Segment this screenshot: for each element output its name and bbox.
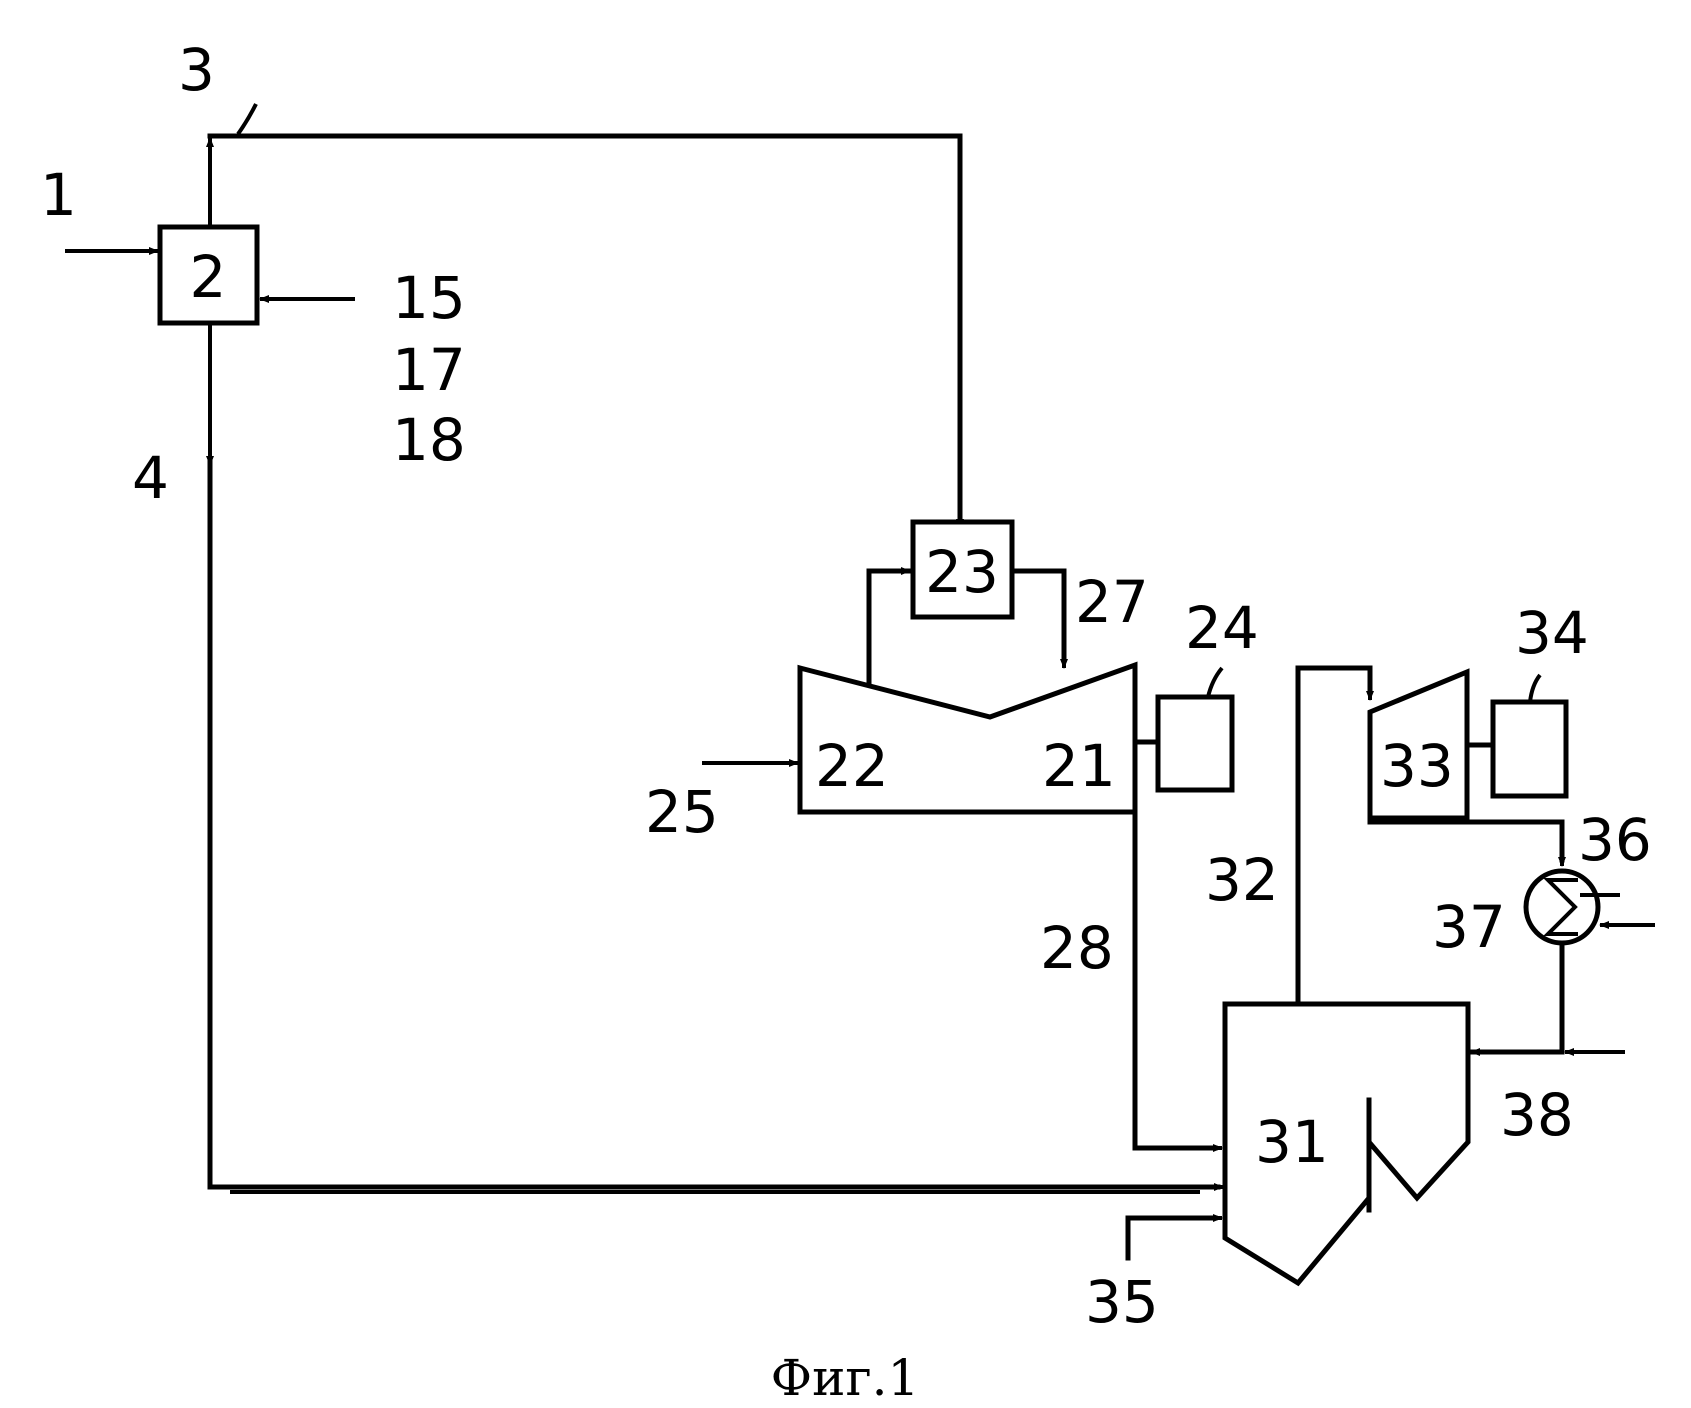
label-34: 34 <box>1515 599 1589 667</box>
condenser-37 <box>1526 871 1598 943</box>
label-36: 36 <box>1578 806 1652 874</box>
label-1: 1 <box>40 161 77 229</box>
label-25: 25 <box>645 778 719 846</box>
label-33: 33 <box>1380 732 1454 800</box>
label-24-leader <box>1208 668 1222 697</box>
label-24: 24 <box>1185 594 1259 662</box>
gas-turbine-22-21: 22 21 <box>800 665 1135 812</box>
label-17: 17 <box>392 336 466 404</box>
label-3: 3 <box>178 36 215 104</box>
label-27: 27 <box>1075 568 1149 636</box>
stream-27-line <box>1012 571 1064 660</box>
stream-3-line <box>210 136 960 530</box>
stream-compressed-air-line <box>869 571 908 683</box>
stream-32-line <box>1298 668 1370 1004</box>
label-3-leader <box>238 104 256 134</box>
label-37: 37 <box>1432 893 1506 961</box>
figure-caption: Фиг.1 <box>771 1349 920 1407</box>
label-2: 2 <box>190 243 227 311</box>
label-31: 31 <box>1255 1108 1329 1176</box>
stream-28-line <box>1135 812 1215 1148</box>
label-35: 35 <box>1085 1268 1159 1336</box>
label-15: 15 <box>392 264 466 332</box>
unit-23: 23 <box>913 522 1012 617</box>
generator-24 <box>1158 697 1232 790</box>
steam-turbine-33: 33 <box>1370 672 1467 818</box>
label-34-leader <box>1530 675 1540 702</box>
label-32: 32 <box>1205 846 1279 914</box>
label-4: 4 <box>132 444 169 512</box>
generator-34 <box>1493 702 1566 796</box>
boiler-31: 31 <box>1225 1004 1468 1283</box>
label-38: 38 <box>1500 1081 1574 1149</box>
label-23: 23 <box>925 538 999 606</box>
label-18: 18 <box>392 406 466 474</box>
unit-2: 2 <box>160 227 257 323</box>
stream-36-line <box>1370 818 1562 860</box>
label-28: 28 <box>1040 914 1114 982</box>
label-22: 22 <box>815 732 889 800</box>
stream-35-line <box>1128 1218 1215 1258</box>
label-21: 21 <box>1042 732 1116 800</box>
